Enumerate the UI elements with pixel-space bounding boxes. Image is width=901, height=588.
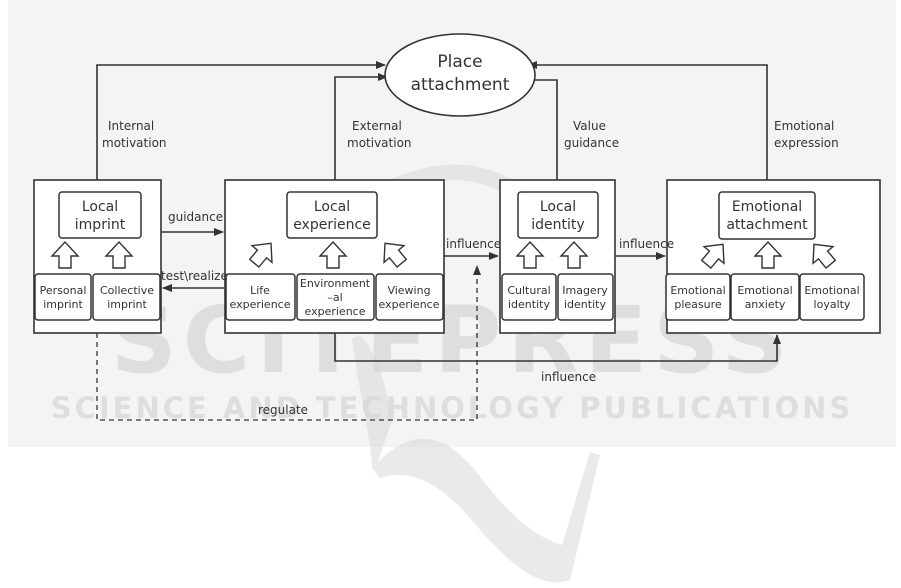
label-influence-bottom: influence: [541, 370, 596, 384]
group-local-imprint: Local imprint Personal imprint Collectiv…: [33, 179, 162, 334]
node-local-imprint: [58, 191, 142, 239]
local-experience-title-1: Local: [314, 199, 350, 215]
node-local-identity: [517, 191, 599, 239]
label-regulate: regulate: [258, 403, 308, 417]
imagery-identity-l2: identity: [564, 298, 606, 311]
node-environmental-experience: [296, 273, 375, 321]
viewing-experience-l2: experience: [379, 298, 440, 311]
node-cultural-identity: [501, 273, 557, 321]
viewing-experience-l1: Viewing: [387, 284, 430, 297]
node-imagery-identity: [557, 273, 614, 321]
emotional-pleasure-l1: Emotional: [670, 284, 725, 297]
label-value-2: guidance: [564, 136, 619, 150]
watermark-line2: SCIENCE AND TECHNOLOGY PUBLICATIONS: [51, 391, 854, 425]
label-internal-1: Internal: [108, 119, 154, 133]
group-local-experience: Local experience Life experience Environ…: [224, 179, 445, 334]
diagonal-arrow-icon: [812, 243, 837, 270]
node-emotional-attachment: [718, 191, 816, 240]
local-identity-title-2: identity: [531, 217, 584, 233]
label-influence-1: influence: [446, 237, 501, 251]
edge-emotion-to-center: [527, 61, 768, 180]
local-identity-title-1: Local: [540, 199, 576, 215]
emotional-attachment-title-2: attachment: [726, 217, 808, 233]
collective-imprint-l1: Collective: [100, 284, 154, 297]
up-arrow-icon: [753, 240, 783, 269]
node-personal-imprint: [34, 273, 92, 321]
life-experience-l1: Life: [250, 284, 270, 297]
node-viewing-experience: [375, 273, 444, 321]
emotional-anxiety-l2: anxiety: [745, 298, 786, 311]
center-label-line1: Place: [437, 52, 482, 72]
local-imprint-title-1: Local: [82, 199, 118, 215]
emotional-anxiety-l1: Emotional: [737, 284, 792, 297]
node-emotional-anxiety: [730, 273, 800, 321]
emotional-attachment-title-1: Emotional: [732, 199, 802, 215]
node-collective-imprint: [92, 273, 161, 321]
up-arrow-icon: [515, 240, 545, 269]
edge-regulate: [96, 265, 481, 421]
emotional-loyalty-l2: loyalty: [814, 298, 851, 311]
node-emotional-pleasure: [665, 273, 731, 321]
center-label-line2: attachment: [411, 75, 510, 95]
up-arrow-icon: [559, 240, 589, 269]
watermark: SCITEPRESS SCIENCE AND TECHNOLOGY PUBLIC…: [51, 164, 854, 583]
imagery-identity-l1: Imagery: [562, 284, 608, 297]
up-arrow-icon: [318, 240, 348, 269]
label-emotional-2: expression: [774, 136, 839, 150]
group-local-identity: Local identity Cultural identity Imagery…: [499, 179, 616, 334]
label-internal-2: motivation: [102, 136, 167, 150]
node-emotional-loyalty: [799, 273, 865, 321]
label-influence-2: influence: [619, 237, 674, 251]
personal-imprint-l1: Personal: [40, 284, 87, 297]
cultural-identity-l2: identity: [508, 298, 550, 311]
edge-imprint-to-center: [96, 61, 386, 180]
up-arrow-icon: [104, 240, 134, 269]
place-attachment-node: Place attachment: [384, 33, 536, 117]
label-external-1: External: [352, 119, 402, 133]
group-emotional-attachment: Emotional attachment Emotional pleasure …: [665, 179, 881, 334]
diagonal-arrow-icon: [248, 242, 273, 269]
personal-imprint-l2: imprint: [43, 298, 83, 311]
label-value-1: Value: [573, 119, 606, 133]
environmental-experience-l3: experience: [305, 305, 366, 318]
diagonal-arrow-icon: [383, 242, 408, 269]
diagonal-arrow-icon: [700, 243, 725, 270]
cultural-identity-l1: Cultural: [507, 284, 550, 297]
local-experience-title-2: experience: [293, 217, 371, 233]
edge-influence-bottom: [334, 333, 781, 362]
environmental-experience-l1: Environment: [300, 277, 371, 290]
local-imprint-title-2: imprint: [75, 217, 126, 233]
label-guidance: guidance: [168, 210, 223, 224]
up-arrow-icon: [50, 240, 80, 269]
environmental-experience-l2: –al: [327, 291, 342, 304]
node-life-experience: [225, 273, 296, 321]
emotional-loyalty-l1: Emotional: [804, 284, 859, 297]
node-local-experience: [286, 191, 378, 239]
label-emotional-1: Emotional: [774, 119, 834, 133]
watermark-swoosh: [350, 164, 600, 583]
label-external-2: motivation: [347, 136, 412, 150]
emotional-pleasure-l2: pleasure: [674, 298, 722, 311]
edge-experience-to-center: [334, 73, 388, 180]
label-test-realize: test\realize: [161, 269, 228, 283]
collective-imprint-l2: imprint: [107, 298, 147, 311]
life-experience-l2: experience: [230, 298, 291, 311]
